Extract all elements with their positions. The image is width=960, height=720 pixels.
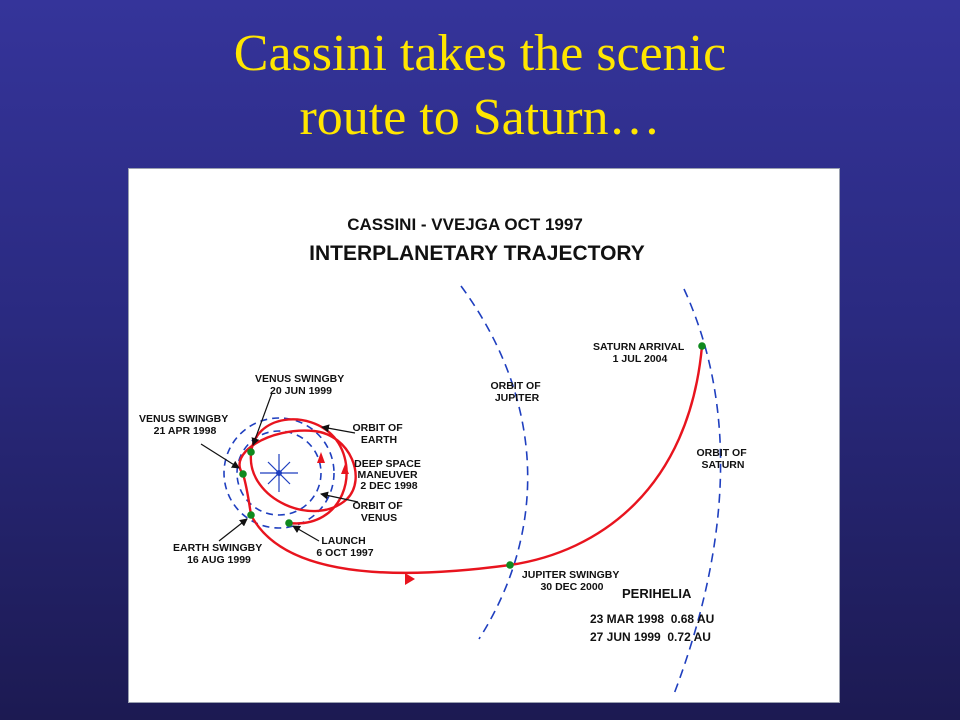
leader-orbit-of-earth xyxy=(321,424,356,434)
launch-label: LAUNCH 6 OCT 1997 xyxy=(316,535,373,559)
venus-orbit xyxy=(236,430,322,516)
leader-orbit-of-venus xyxy=(320,491,359,503)
earth-orbit xyxy=(223,417,335,529)
orbit-of-jupiter-label: ORBIT OF JUPITER xyxy=(490,380,543,404)
perihelia-title: PERIHELIA xyxy=(622,586,692,601)
venus-swingby-1-label: VENUS SWINGBY 21 APR 1998 xyxy=(139,413,231,437)
leader-venus-swingby-1 xyxy=(200,443,240,469)
perihelia-row-1: 23 MAR 1998 0.68 AU xyxy=(590,612,714,626)
deep-space-maneuver-label: DEEP SPACE MANEUVER 2 DEC 1998 xyxy=(354,458,424,492)
perihelia-row-2: 27 JUN 1999 0.72 AU xyxy=(590,630,711,644)
saturn-arrival-label: SATURN ARRIVAL 1 JUL 2004 xyxy=(593,341,687,365)
saturn-arrival-marker xyxy=(698,342,706,350)
saturn-orbit xyxy=(673,288,722,695)
orbit-of-earth-label: ORBIT OF EARTH xyxy=(352,422,405,446)
trajectory-svg: CASSINI - VVEJGA OCT 1997 INTERPLANETARY… xyxy=(139,215,749,695)
jupiter-swingby-label: JUPITER SWINGBY 30 DEC 2000 xyxy=(522,569,622,593)
orbit-of-saturn-label: ORBIT OF SATURN xyxy=(696,447,749,471)
trajectory-arrow-icon xyxy=(317,452,325,463)
trajectory-arrow-icon xyxy=(341,464,349,474)
slide-title-line-2: route to Saturn… xyxy=(299,89,661,146)
orbit-of-venus-label: ORBIT OF VENUS xyxy=(352,500,405,524)
jupiter-swingby-marker xyxy=(506,561,514,569)
leader-launch xyxy=(292,525,320,542)
diagram-heading-2: INTERPLANETARY TRAJECTORY xyxy=(309,242,645,265)
slide-title-line-1: Cassini takes the scenic xyxy=(233,25,727,82)
earth-swingby-marker xyxy=(247,511,255,519)
trajectory-diagram: CASSINI - VVEJGA OCT 1997 INTERPLANETARY… xyxy=(128,168,840,703)
jupiter-orbit xyxy=(460,285,529,640)
leader-venus-swingby-2 xyxy=(251,392,273,446)
venus-swingby-1-marker xyxy=(239,470,247,478)
earth-swingby-label: EARTH SWINGBY 16 AUG 1999 xyxy=(173,542,265,566)
venus-swingby-2-label: VENUS SWINGBY 20 JUN 1999 xyxy=(255,373,347,397)
venus-swingby-2-marker xyxy=(247,448,255,456)
diagram-heading-1: CASSINI - VVEJGA OCT 1997 xyxy=(347,215,583,234)
sun-icon xyxy=(260,454,298,492)
trajectory-arrow-icon xyxy=(405,573,415,585)
leader-earth-swingby xyxy=(218,518,248,542)
slide-title: Cassini takes the scenic route to Saturn… xyxy=(0,22,960,150)
launch-marker xyxy=(285,519,293,527)
